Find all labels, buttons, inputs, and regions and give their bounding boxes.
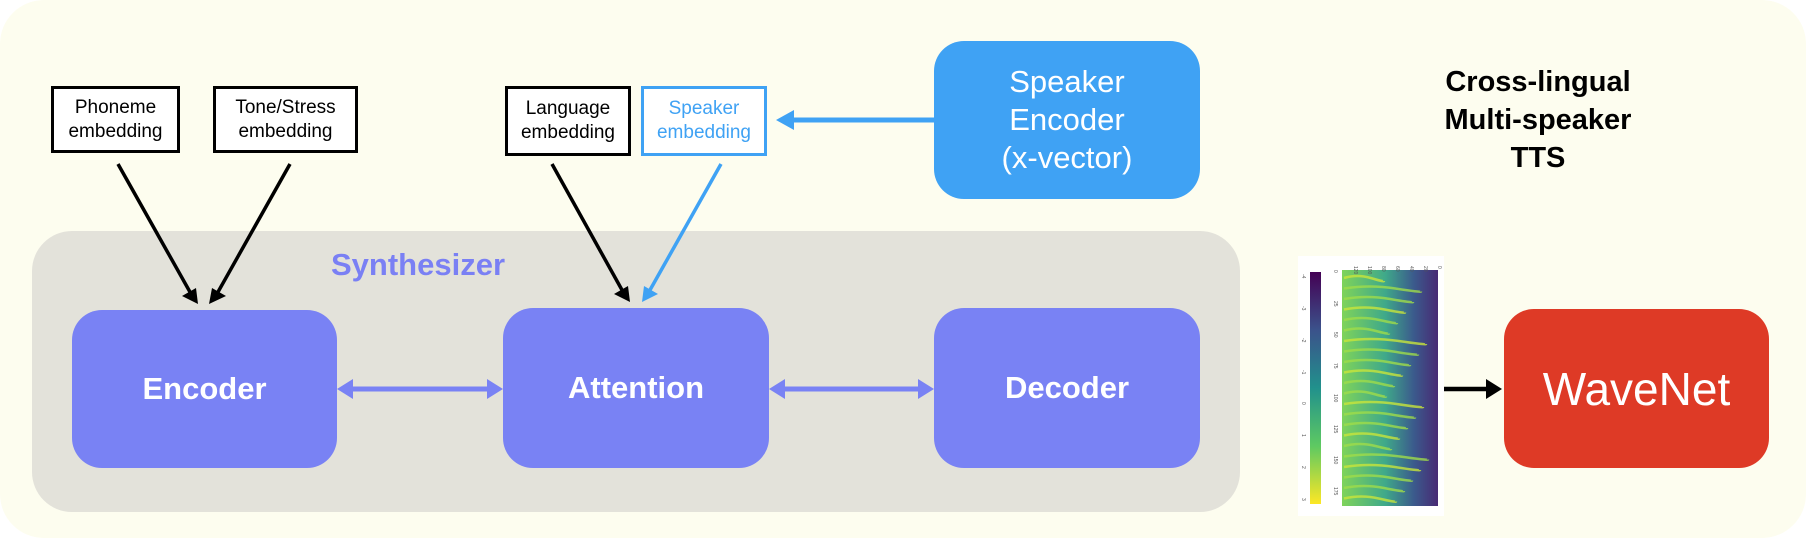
arrow-language-to-attention [550, 163, 624, 291]
colorbar-tick: -1 [1300, 370, 1306, 375]
speaker-embedding-box: Speaker embedding [641, 86, 767, 156]
harmonic-band [1343, 295, 1415, 304]
spectrogram-x-tick: 80 [1380, 266, 1386, 272]
spectrogram-svg: -4 -3 -2 -1 0 1 2 3 0 20 40 60 80 100 120 0 25 50 75 100 1… [1300, 266, 1442, 506]
colorbar-tick: 3 [1300, 498, 1306, 501]
spectrogram-x-tick: 60 [1394, 266, 1400, 272]
harmonic-band [1343, 285, 1423, 293]
colorbar-tick: -2 [1300, 338, 1306, 343]
title-line3: TTS [1510, 142, 1566, 174]
harmonic-band [1343, 316, 1399, 325]
arrowhead-attention-right [487, 379, 503, 399]
title-line2: Multi-speaker [1444, 104, 1632, 136]
spectrogram-harmonics [1343, 274, 1430, 503]
colorbar-tick: 1 [1300, 434, 1306, 437]
harmonic-band [1343, 379, 1396, 388]
encoder-block: Encoder [72, 310, 337, 468]
language-embedding-box: Language embedding [505, 86, 631, 156]
decoder-block: Decoder [934, 308, 1200, 468]
colorbar-ticks: -4 -3 -2 -1 0 1 2 3 [1300, 274, 1306, 501]
harmonic-band [1343, 495, 1398, 503]
harmonic-band [1343, 327, 1391, 335]
harmonic-band [1343, 411, 1417, 419]
harmonic-band [1343, 432, 1401, 440]
wavenet-label: WaveNet [1542, 362, 1731, 415]
arrowhead-attention-left [769, 379, 785, 399]
spectrogram-y-tick: 125 [1332, 425, 1338, 434]
arrowhead-language [614, 286, 630, 302]
harmonic-band [1343, 474, 1414, 482]
colorbar-tick: -4 [1300, 274, 1306, 279]
speaker-encoder-line3: (x-vector) [1001, 140, 1133, 175]
spectrogram-y-ticks: 0 25 50 75 100 125 150 175 [1332, 270, 1338, 496]
harmonic-band [1343, 390, 1388, 398]
synthesizer-label: Synthesizer [331, 247, 506, 282]
spectrogram-x-tick: 40 [1408, 266, 1414, 272]
spectrogram-y-tick: 25 [1332, 301, 1338, 307]
harmonic-band [1343, 421, 1409, 430]
spectrogram-x-tick: 100 [1366, 266, 1372, 275]
encoder-label: Encoder [142, 371, 267, 406]
harmonic-band [1343, 348, 1420, 356]
tone-stress-embedding-line2: embedding [238, 120, 333, 142]
spectrogram-y-tick: 0 [1332, 270, 1338, 273]
harmonic-band [1343, 453, 1430, 461]
arrow-tone-to-encoder [216, 163, 292, 293]
arrowhead-speaker [642, 286, 658, 302]
arrowhead-encoder-left [337, 379, 353, 399]
wavenet-block: WaveNet [1504, 309, 1769, 468]
speaker-encoder-block: Speaker Encoder (x-vector) [934, 41, 1200, 199]
arrowhead-tone [209, 288, 226, 304]
arrow-speaker-to-attention [648, 163, 723, 291]
speaker-encoder-line1: Speaker [1009, 64, 1125, 99]
spectrogram-x-tick: 0 [1436, 266, 1442, 269]
arrowhead-speaker-encoder [776, 110, 794, 130]
harmonic-band [1343, 484, 1406, 493]
harmonic-band [1343, 337, 1428, 346]
arrowhead-decoder-right [918, 379, 934, 399]
spectrogram-x-ticks: 0 20 40 60 80 100 120 [1352, 266, 1442, 275]
colorbar-tick: -3 [1300, 306, 1306, 311]
spectrogram-y-tick: 100 [1332, 394, 1338, 403]
colorbar-tick: 0 [1300, 402, 1306, 405]
spectrogram-y-tick: 175 [1332, 487, 1338, 496]
attention-label: Attention [567, 370, 705, 405]
decoder-label: Decoder [1004, 370, 1130, 405]
spectrogram-x-tick: 20 [1422, 266, 1428, 272]
speaker-embedding-line2: embedding [656, 122, 752, 143]
harmonic-band [1343, 400, 1425, 409]
phoneme-embedding-line1: Phoneme [74, 96, 157, 118]
diagram-title: Cross-lingual Multi-speaker TTS [1408, 63, 1668, 177]
harmonic-band [1343, 442, 1393, 451]
mel-spectrogram: -4 -3 -2 -1 0 1 2 3 0 20 40 60 80 100 120 0 25 50 75 100 1… [1298, 256, 1444, 516]
harmonic-band [1343, 369, 1404, 377]
spectrogram-y-tick: 75 [1332, 363, 1338, 369]
harmonic-band [1343, 463, 1422, 472]
arrow-phoneme-to-encoder [116, 163, 192, 293]
spectrogram-y-tick: 150 [1332, 456, 1338, 465]
colorbar [1310, 272, 1321, 504]
phoneme-embedding-line2: embedding [68, 120, 163, 142]
arrowhead-phoneme [182, 288, 198, 304]
arrowhead-wavenet [1486, 379, 1502, 399]
colorbar-tick: 2 [1300, 466, 1306, 469]
attention-block: Attention [503, 308, 769, 468]
speaker-encoder-line2: Encoder [1009, 102, 1125, 137]
tone-stress-embedding-line1: Tone/Stress [235, 96, 336, 118]
spectrogram-y-tick: 50 [1332, 332, 1338, 338]
language-embedding-line2: embedding [520, 122, 616, 143]
harmonic-band [1343, 306, 1407, 314]
spectrogram-x-tick: 120 [1352, 266, 1358, 275]
language-embedding-line1: Language [525, 98, 611, 119]
title-line1: Cross-lingual [1445, 66, 1631, 98]
harmonic-band [1343, 274, 1386, 283]
harmonic-band [1343, 358, 1412, 367]
speaker-embedding-line1: Speaker [668, 98, 740, 119]
